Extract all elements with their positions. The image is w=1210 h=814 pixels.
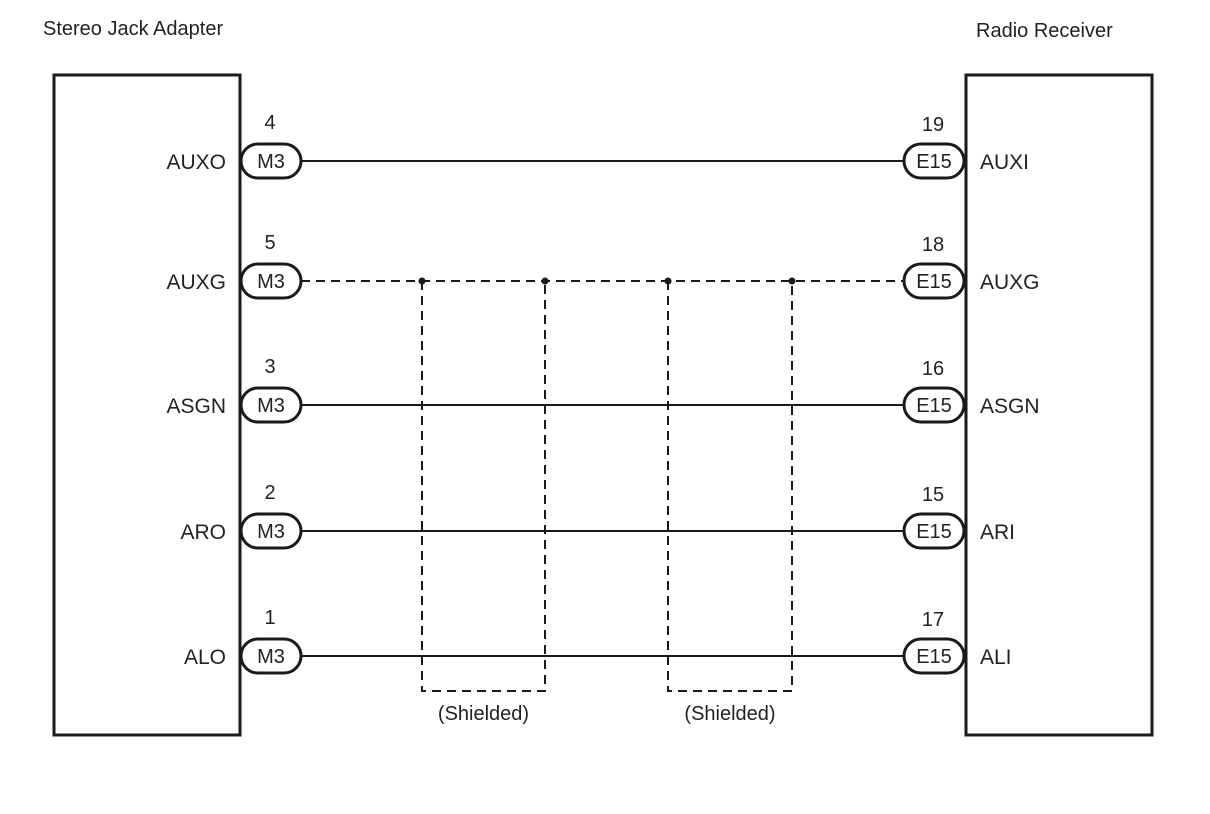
left-connector-pill — [239, 386, 303, 424]
right-signal-label: AUXG — [980, 271, 1040, 294]
right-pin-number: 15 — [922, 484, 944, 506]
right-signal-label: AUXI — [980, 151, 1029, 174]
right-pin-number: 16 — [922, 358, 944, 380]
left-connector-label: M3 — [257, 521, 285, 543]
right-connector-pill — [902, 637, 966, 675]
left-connector-pill — [239, 142, 303, 180]
right-connector-label: E15 — [916, 521, 952, 543]
left-pin-number: 4 — [264, 112, 275, 134]
right-connector-label: E15 — [916, 646, 952, 668]
left-connector-label: M3 — [257, 271, 285, 293]
left-signal-label: AUXG — [166, 271, 226, 294]
shield-enclosure — [667, 281, 793, 692]
left-connector-pill — [239, 512, 303, 550]
right-connector-label: E15 — [916, 395, 952, 417]
left-signal-label: ASGN — [166, 395, 226, 418]
right-connector-label: E15 — [916, 151, 952, 173]
right-connector-label: E15 — [916, 271, 952, 293]
right-signal-label: ALI — [980, 646, 1012, 669]
left-pin-number: 3 — [264, 356, 275, 378]
right-connector-pill — [902, 512, 966, 550]
left-connector-label: M3 — [257, 151, 285, 173]
left-connector-label: M3 — [257, 646, 285, 668]
right-signal-label: ARI — [980, 521, 1015, 544]
shield-label: (Shielded) — [438, 703, 529, 725]
shield-label: (Shielded) — [684, 703, 775, 725]
left-connector-pill — [239, 262, 303, 300]
shields-layer: (Shielded) (Shielded) — [418, 277, 796, 725]
right-signal-label: ASGN — [980, 395, 1040, 418]
left-connector-pill — [239, 637, 303, 675]
right-connector-pill — [902, 386, 966, 424]
right-component-title: Radio Receiver — [976, 20, 1113, 42]
left-component-title: Stereo Jack Adapter — [43, 18, 223, 40]
left-signal-label: AUXO — [166, 151, 226, 174]
shield-enclosure — [421, 281, 546, 692]
radio-receiver-box — [964, 73, 1154, 737]
left-pin-number: 2 — [264, 482, 275, 504]
left-signal-label: ALO — [184, 646, 226, 669]
left-signal-label: ARO — [180, 521, 226, 544]
left-pin-number: 1 — [264, 607, 275, 629]
stereo-jack-adapter-box — [52, 73, 242, 737]
left-connector-label: M3 — [257, 395, 285, 417]
right-connector-pill — [902, 262, 966, 300]
right-pin-number: 18 — [922, 234, 944, 256]
right-connector-pill — [902, 142, 966, 180]
shield-junction-dot — [788, 277, 796, 285]
right-pin-number: 19 — [922, 114, 944, 136]
right-pin-number: 17 — [922, 609, 944, 631]
left-pin-number: 5 — [264, 232, 275, 254]
